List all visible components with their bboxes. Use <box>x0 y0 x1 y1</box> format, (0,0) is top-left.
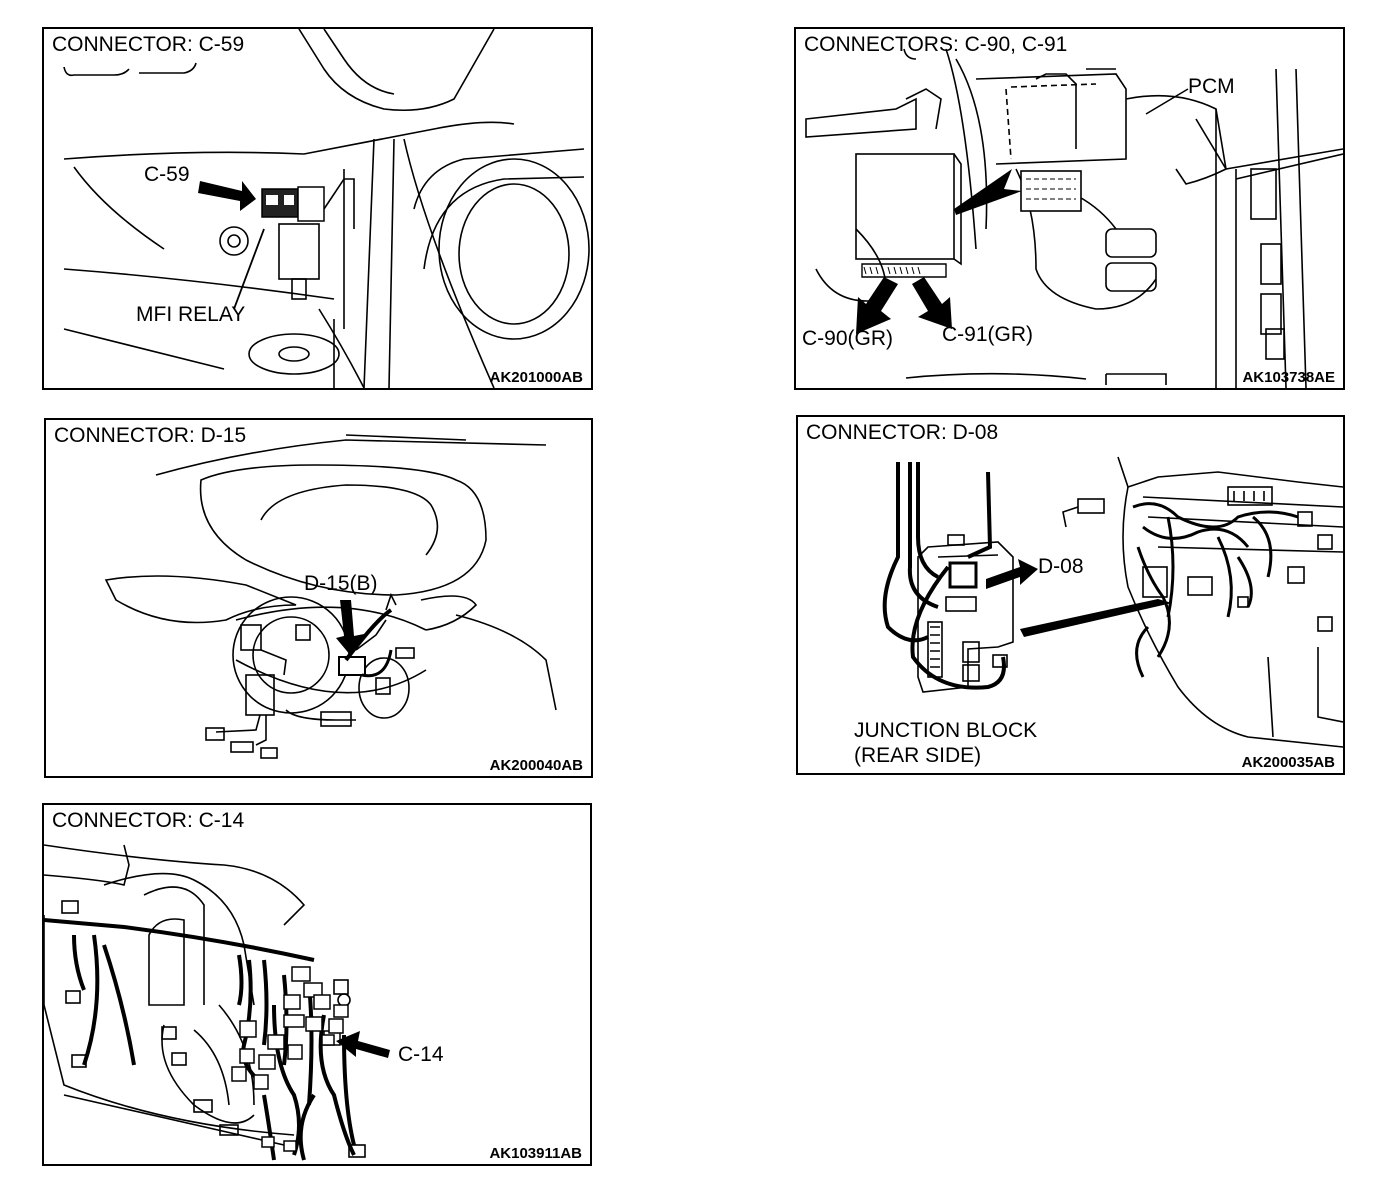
junction-block-line1: JUNCTION BLOCK <box>854 719 1038 742</box>
figure-code: AK103738AE <box>1242 369 1335 386</box>
panel-title: CONNECTOR: C-14 <box>52 809 245 832</box>
diagram-panel-c90-c91: CONNECTORS: C-90, C-91 PCM C-90(GR) C-91… <box>794 27 1345 390</box>
junction-block-illustration <box>882 456 1343 748</box>
connector-label-c14: C-14 <box>398 1043 444 1066</box>
panel-title: CONNECTOR: C-59 <box>52 33 245 56</box>
mfi-relay-label: MFI RELAY <box>136 303 246 326</box>
figure-code: AK103911AB <box>489 1145 582 1162</box>
diagram-panel-c59: CONNECTOR: C-59 C-59 MFI RELAY AK201000A… <box>42 27 593 390</box>
dashboard-harness-illustration <box>44 844 390 1161</box>
junction-block-line2: (REAR SIDE) <box>854 744 982 767</box>
c59-illustration <box>63 29 590 388</box>
connector-label-c90: C-90(GR) <box>802 327 894 350</box>
panel-title: CONNECTOR: D-08 <box>806 421 999 444</box>
connector-label-d15: D-15(B) <box>304 572 378 595</box>
panel-title: CONNECTORS: C-90, C-91 <box>804 33 1068 56</box>
figure-code: AK201000AB <box>489 369 583 386</box>
diagram-panel-c14: CONNECTOR: C-14 C-14 AK103911AB <box>42 803 592 1166</box>
diagram-panel-d08: CONNECTOR: D-08 D-08 JUNCTION BLOCK (REA… <box>796 415 1345 775</box>
diagram-panel-d15: CONNECTOR: D-15 D-15(B) AK200040AB <box>44 418 593 778</box>
connector-label-c59: C-59 <box>144 163 190 186</box>
figure-code: AK200040AB <box>489 757 583 774</box>
junction-block-label: JUNCTION BLOCK (REAR SIDE) <box>854 718 1037 768</box>
pcm-illustration <box>805 48 1343 388</box>
connector-label-d08: D-08 <box>1038 555 1084 578</box>
figure-code: AK200035AB <box>1241 754 1335 771</box>
connector-label-c91: C-91(GR) <box>942 323 1034 346</box>
panel-title: CONNECTOR: D-15 <box>54 424 247 447</box>
pcm-label: PCM <box>1188 75 1235 98</box>
steering-column-illustration <box>104 434 557 759</box>
